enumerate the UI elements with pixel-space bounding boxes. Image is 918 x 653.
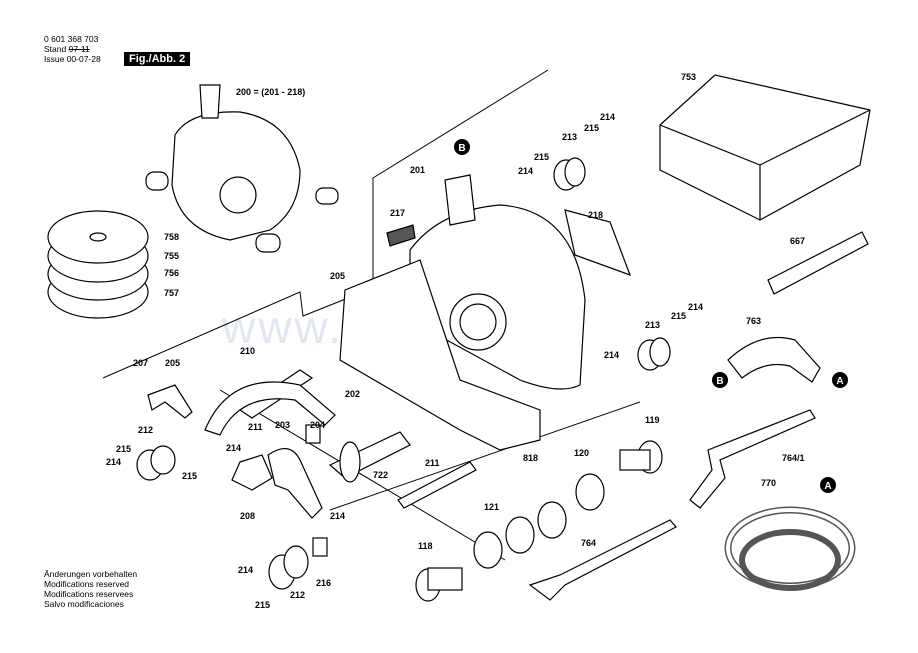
storage-case-753: [659, 74, 871, 221]
issue-label: Issue: [44, 54, 65, 64]
flange-spacer-set: [415, 440, 663, 602]
part-label-215d: 215: [116, 444, 131, 454]
part-label-757: 757: [164, 288, 179, 298]
label-plate-217: [386, 224, 416, 247]
stand-label: Stand: [44, 44, 67, 54]
document-header: 0 601 368 703 Stand 97-11 Issue 00-07-28: [44, 34, 101, 64]
part-label-216: 216: [316, 578, 331, 588]
svg-text:B: B: [716, 376, 723, 387]
part-label-205a: 205: [330, 271, 345, 281]
part-label-203: 203: [275, 420, 290, 430]
part-label-215a: 215: [584, 123, 599, 133]
part-label-207: 207: [133, 358, 148, 368]
diamond-blade-stack: [47, 210, 149, 319]
issue-value: 00-07-28: [66, 54, 101, 64]
part-label-210: 210: [240, 346, 255, 356]
callout-b-right: B: [712, 372, 728, 388]
callout-a-hose: A: [820, 477, 836, 493]
part-label-205b: 205: [165, 358, 180, 368]
part-label-722: 722: [373, 470, 388, 480]
roller-213-mid: [637, 337, 671, 371]
part-label-214g: 214: [330, 511, 345, 521]
doc-number: 0 601 368 703: [44, 34, 99, 44]
part-label-214b: 214: [518, 166, 533, 176]
part-label-214c: 214: [688, 302, 703, 312]
part-label-212a: 212: [138, 425, 153, 435]
callout-b-top: B: [454, 139, 470, 155]
note-fr: Modifications reservees: [44, 589, 134, 599]
star-knob-208: [231, 454, 273, 491]
lever-207: [147, 384, 193, 419]
base-plate-202: [339, 259, 541, 451]
part-label-214a: 214: [600, 112, 615, 122]
part-label-118: 118: [418, 541, 433, 551]
footer-notes: Änderungen vorbehalten Modifications res…: [44, 569, 137, 609]
part-label-764: 764: [581, 538, 596, 548]
spring-216: [312, 537, 328, 557]
part-label-201: 201: [410, 165, 425, 175]
shaft-211-long: [397, 461, 477, 509]
part-label-119: 119: [645, 415, 660, 425]
part-label-215e: 215: [182, 471, 197, 481]
part-label-211b: 211: [425, 458, 440, 468]
arc-segment-210: [204, 381, 336, 436]
part-label-215b: 215: [534, 152, 549, 162]
part-label-215c: 215: [671, 311, 686, 321]
part-label-758: 758: [164, 232, 179, 242]
part-label-214e: 214: [226, 443, 241, 453]
part-label-215f: 215: [255, 600, 270, 610]
plate-218: [564, 209, 632, 277]
part-label-212b: 212: [290, 590, 305, 600]
wrench-764-1: [689, 409, 816, 509]
part-label-756: 756: [164, 268, 179, 278]
note-es: Salvo modificaciones: [44, 599, 124, 609]
svg-text:A: A: [836, 376, 843, 387]
part-label-120: 120: [574, 448, 589, 458]
part-label-753: 753: [681, 72, 696, 82]
strip-667: [767, 231, 869, 295]
part-label-211a: 211: [248, 422, 263, 432]
part-label-217: 217: [390, 208, 405, 218]
roller-212-left: [136, 445, 176, 481]
part-label-770: 770: [761, 478, 776, 488]
bracket-203: [267, 448, 323, 519]
part-label-213a: 213: [562, 132, 577, 142]
assembly-label: 200 = (201 - 218): [236, 87, 305, 97]
part-label-763: 763: [746, 316, 761, 326]
stand-value: 97-11: [68, 44, 90, 54]
wrench-764: [528, 519, 677, 601]
elbow-763: [727, 336, 821, 383]
note-de: Änderungen vorbehalten: [44, 569, 138, 579]
svg-text:B: B: [458, 143, 465, 154]
main-guard-201: [409, 174, 586, 390]
part-label-755: 755: [164, 251, 179, 261]
part-label-213b: 213: [645, 320, 660, 330]
roller-213-top: [553, 157, 586, 191]
part-label-202: 202: [345, 389, 360, 399]
part-label-214d: 214: [604, 350, 619, 360]
note-en: Modifications reserved: [44, 579, 130, 589]
spring-204: [305, 424, 321, 444]
suction-hose-770: [724, 506, 856, 591]
part-label-214f: 214: [106, 457, 121, 467]
guard-assembly-200: [145, 84, 339, 253]
part-label-208: 208: [240, 511, 255, 521]
callout-a-right: A: [832, 372, 848, 388]
part-label-214h: 214: [238, 565, 253, 575]
svg-text:A: A: [824, 481, 831, 492]
part-label-121: 121: [484, 502, 499, 512]
part-label-667: 667: [790, 236, 805, 246]
part-label-218: 218: [588, 210, 603, 220]
figure-tag: Fig./Abb. 2: [124, 52, 191, 66]
part-label-764-1: 764/1: [782, 453, 805, 463]
roller-212-bottom: [268, 545, 309, 590]
part-label-818: 818: [523, 453, 538, 463]
part-label-204: 204: [310, 420, 325, 430]
